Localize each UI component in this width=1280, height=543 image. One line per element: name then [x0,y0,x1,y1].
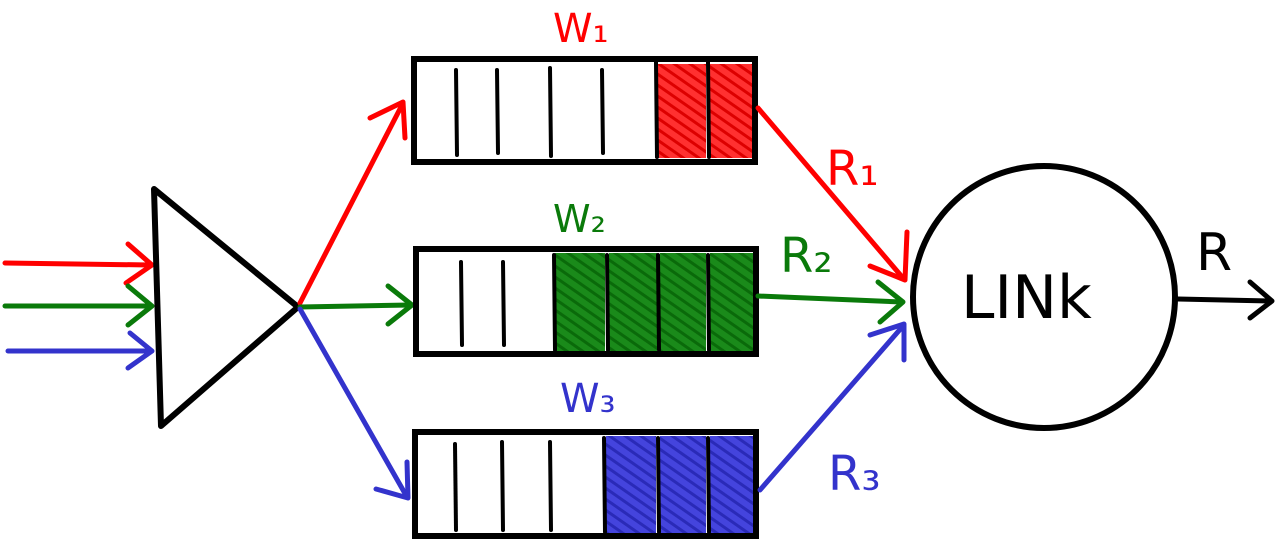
queue-slot-filled [609,253,657,351]
queue-slot-filled [555,253,605,351]
rate-label-green: R₂ [780,228,833,284]
split-arrow-green [297,283,415,327]
queue-slot-filled [660,436,706,533]
queue-slot-filled [606,436,656,533]
weight-label-red: W₁ [553,6,609,52]
weight-label-blue: W₃ [560,376,616,422]
queue-blue [412,429,759,539]
split-arrow-red [297,99,408,306]
triangle-splitter-icon [151,186,301,429]
service-arrow-blue [757,321,907,493]
rate-label-blue: R₃ [828,446,881,502]
service-arrow-green [755,279,906,325]
input-flow-red [2,241,155,286]
queue-red [411,56,758,165]
service-arrow-red [755,105,910,283]
rate-label-red: R₁ [826,141,879,197]
input-flow-blue [5,330,155,371]
queue-slot-filled [710,436,754,533]
queue-green [413,246,759,357]
split-arrow-blue [297,306,411,501]
queue-slot-filled [660,253,706,351]
queue-slot-filled [710,253,754,351]
weight-label-green: W₂ [553,197,606,241]
queue-slot-filled [655,64,706,158]
queue-slot-filled [709,64,752,158]
output-rate-label: R [1196,223,1232,283]
output-arrow [1175,279,1275,321]
circle-link-icon [910,163,1178,431]
link-label: LINk [961,263,1092,333]
input-flow-green [2,283,155,328]
